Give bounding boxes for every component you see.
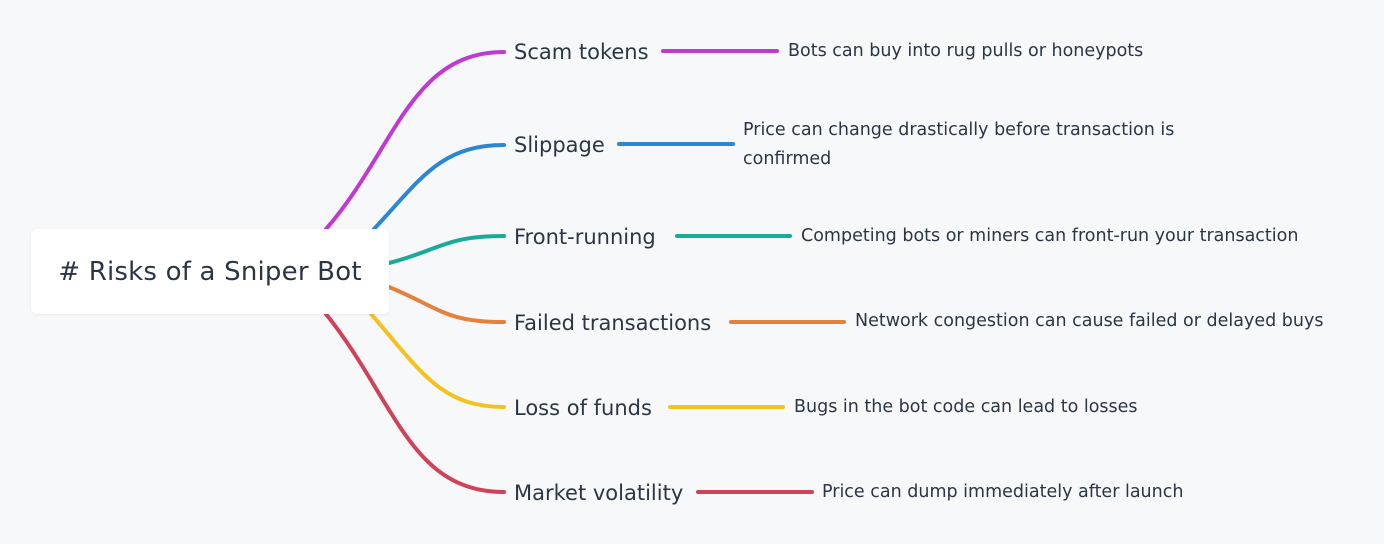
branch-slippage[interactable]: Slippage — [514, 133, 605, 157]
connector-market-volatility — [324, 312, 506, 494]
connector-loss-of-funds — [369, 312, 506, 409]
connector-scam-tokens — [324, 50, 506, 231]
root-node[interactable]: # Risks of a Sniper Bot — [31, 229, 389, 314]
connector-failed-transactions — [387, 285, 506, 324]
detail-market-volatility[interactable]: Price can dump immediately after launch — [822, 482, 1184, 502]
detail-front-running[interactable]: Competing bots or miners can front-run y… — [801, 226, 1299, 246]
branch-scam-tokens[interactable]: Scam tokens — [514, 40, 649, 64]
detail-failed-transactions[interactable]: Network congestion can cause failed or d… — [855, 311, 1324, 331]
branch-front-running[interactable]: Front-running — [514, 225, 656, 249]
detail-slippage[interactable]: Price can change drastically before tran… — [743, 120, 1175, 169]
branch-loss-of-funds[interactable]: Loss of funds — [514, 396, 652, 420]
detail-scam-tokens[interactable]: Bots can buy into rug pulls or honeypots — [788, 41, 1144, 61]
branch-market-volatility[interactable]: Market volatility — [514, 481, 684, 505]
root-label: # Risks of a Sniper Bot — [58, 256, 362, 287]
detail-loss-of-funds[interactable]: Bugs in the bot code can lead to losses — [794, 397, 1138, 417]
connector-front-running — [387, 234, 506, 265]
connector-slippage — [372, 143, 506, 231]
branch-failed-transactions[interactable]: Failed transactions — [514, 311, 712, 335]
